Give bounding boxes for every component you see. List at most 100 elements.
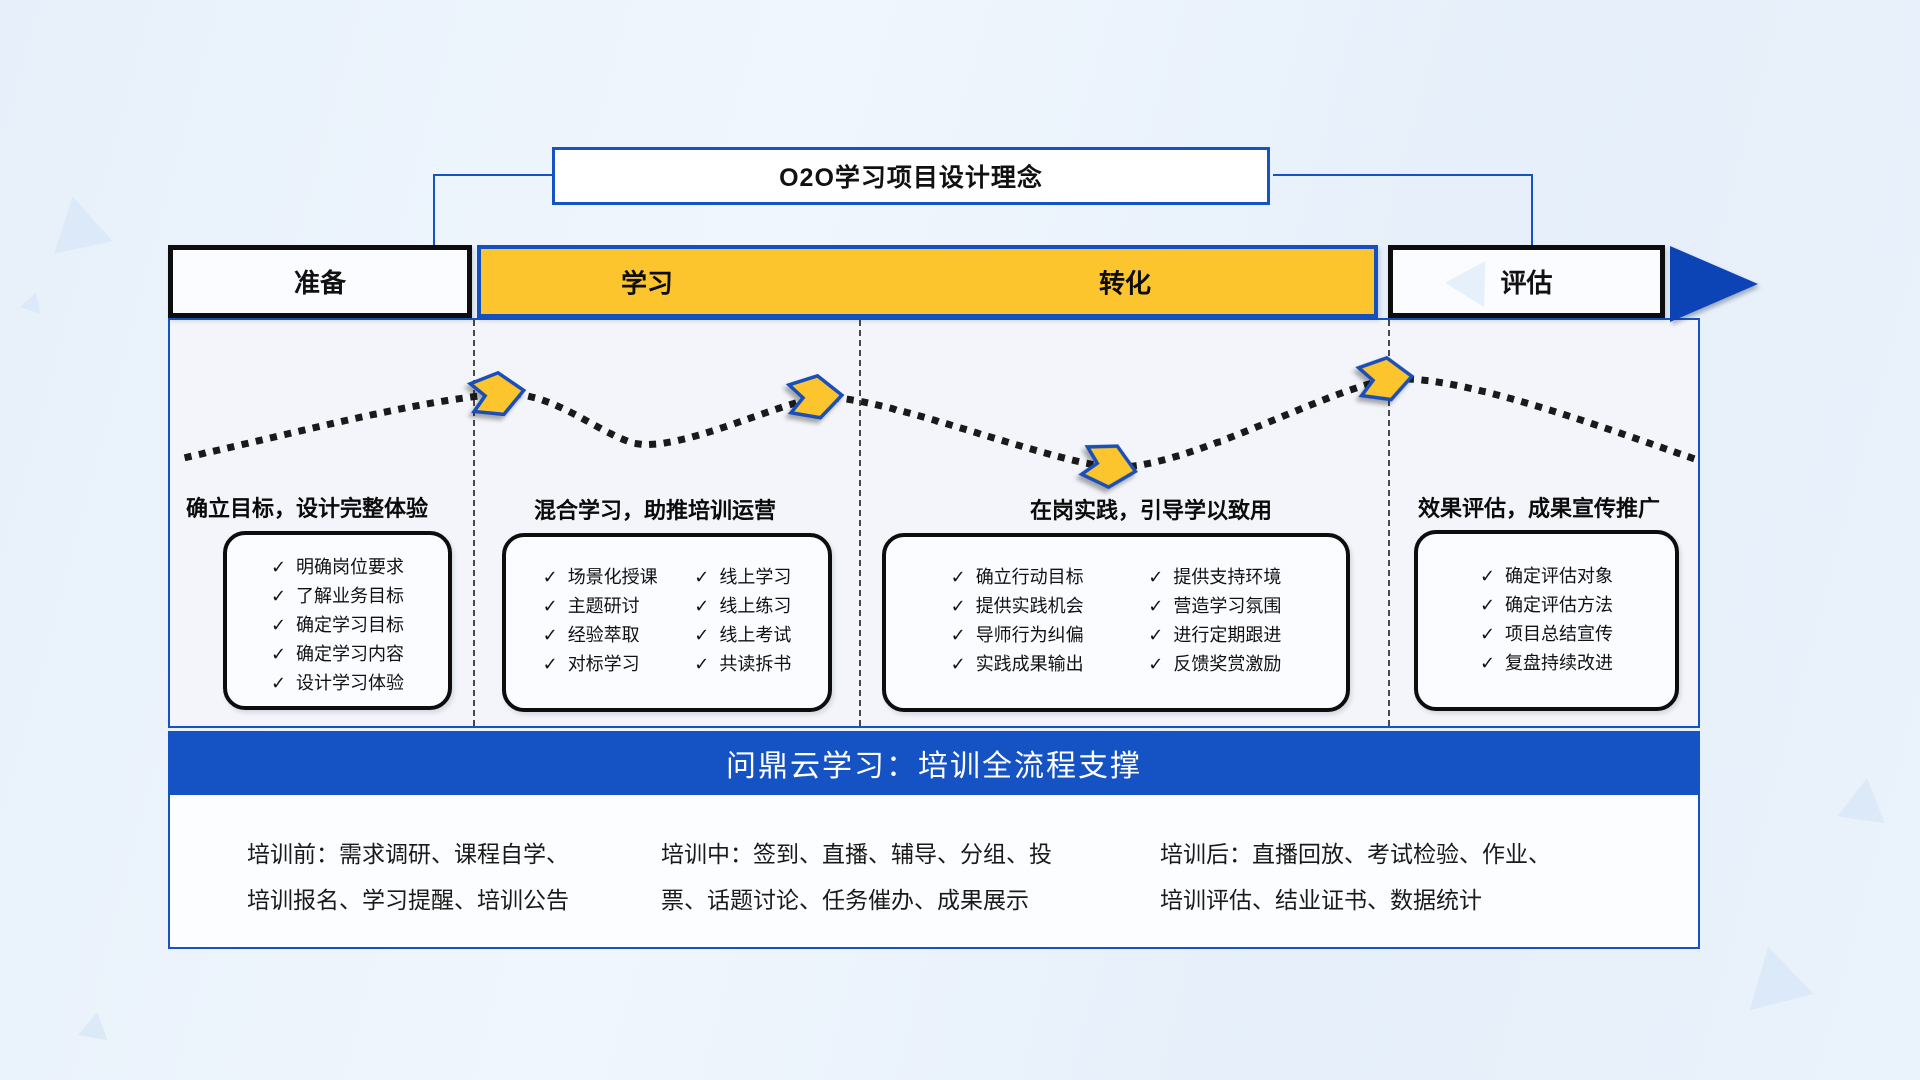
check-icon: ✓	[542, 567, 558, 587]
checklist-item-label: 反馈奖赏激励	[1173, 654, 1282, 674]
checklist-item: ✓确定学习目标	[271, 611, 404, 640]
checklist-learn: ✓ 场景化授课 ✓ 主题研讨 ✓ 经验萃取 ✓ 对标学习 ✓ 线上学习 ✓ 线上练习 ✓ 线上…	[502, 533, 832, 712]
phase-evaluate-label: 评估	[1500, 268, 1553, 298]
milestone-arrow-icon	[466, 370, 527, 417]
checklist-item-label: 了解业务目标	[296, 586, 405, 606]
check-icon: ✓	[542, 654, 558, 674]
decor-triangle	[78, 1010, 112, 1041]
checklist-item-label: 主题研讨	[567, 596, 640, 616]
flow-arrow-icon	[1670, 246, 1758, 322]
checklist-item-label: 实践成果输出	[975, 654, 1084, 674]
checklist-item-label: 导师行为纠偏	[975, 625, 1084, 645]
support-item-after: 培训后：直播回放、考试检验、作业、培训评估、结业证书、数据统计	[1160, 841, 1551, 913]
milestone-arrow-icon	[1355, 355, 1415, 402]
section-header-prepare: 确立目标，设计完整体验	[186, 496, 429, 521]
checklist-item-label: 提供支持环境	[1173, 567, 1282, 587]
checklist-item: ✓ 进行定期跟进	[1148, 621, 1281, 650]
check-icon: ✓	[1148, 625, 1164, 645]
checklist-item: ✓ 实践成果输出	[951, 650, 1084, 679]
platform-banner-label: 问鼎云学习：培训全流程支撑	[726, 750, 1142, 783]
checklist-evaluate: ✓确定评估对象 ✓ 确定评估方法 ✓ 项目总结宣传 ✓ 复盘持续改进	[1414, 530, 1679, 711]
checklist-item: ✓ 确定评估方法	[1480, 591, 1613, 620]
check-icon: ✓	[694, 567, 710, 587]
decor-triangle	[1837, 775, 1890, 823]
phase-evaluate: 评估	[1388, 245, 1665, 318]
check-icon: ✓	[950, 654, 966, 674]
checklist-item-label: 明确岗位要求	[296, 557, 405, 577]
check-icon: ✓	[1479, 624, 1496, 644]
connector-line	[1273, 174, 1533, 176]
checklist-item: ✓ 线上学习	[694, 563, 791, 592]
check-icon: ✓	[1148, 567, 1164, 587]
decor-triangle	[43, 190, 113, 253]
checklist-item-label: 共读拆书	[719, 654, 792, 674]
check-icon: ✓	[694, 654, 710, 674]
checklist-item: ✓ 主题研讨	[543, 592, 658, 621]
checklist-item: ✓ 对标学习	[543, 650, 658, 679]
check-icon: ✓	[950, 625, 966, 645]
connector-line	[433, 174, 552, 176]
phase-transform-label: 转化	[1098, 268, 1152, 298]
section-header-transform: 在岗实践，引导学以致用	[1030, 498, 1273, 523]
checklist-item: ✓ 了解业务目标	[271, 582, 404, 611]
checklist-item-label: 线上练习	[719, 596, 792, 616]
check-icon: ✓	[270, 644, 287, 664]
support-item-before: 培训前：需求调研、课程自学、培训报名、学习提醒、培训公告	[247, 841, 569, 913]
checklist-item: ✓ 确定学习内容	[271, 640, 404, 669]
checklist-item: ✓提供实践机会	[951, 592, 1084, 621]
checklist-item: ✓ 明确岗位要求	[271, 553, 404, 582]
checklist-item-label: 线上考试	[719, 625, 792, 645]
checklist-item-label: 确定评估方法	[1505, 595, 1614, 615]
journey-panel: 确立目标，设计完整体验 混合学习，助推培训运营 在岗实践，引导学以致用 效果评估…	[168, 318, 1700, 728]
checklist-item: ✓ 共读拆书	[694, 650, 791, 679]
check-icon: ✓	[950, 596, 966, 616]
checklist-item-label: 对标学习	[567, 654, 640, 674]
checklist-item: ✓ 提供支持环境	[1148, 563, 1281, 592]
page-title: O2O学习项目设计理念	[552, 147, 1270, 205]
checklist-item: ✓确定评估对象	[1480, 562, 1613, 591]
section-divider	[859, 320, 861, 726]
checklist-item-label: 确定学习内容	[296, 644, 405, 664]
checklist-item: ✓ 项目总结宣传	[1480, 620, 1613, 649]
check-icon: ✓	[1479, 595, 1496, 615]
check-icon: ✓	[542, 625, 558, 645]
milestone-arrow-icon	[785, 373, 845, 420]
phase-prepare: 准备	[168, 245, 472, 318]
check-icon: ✓	[1148, 654, 1164, 674]
checklist-item: ✓ 导师行为纠偏	[951, 621, 1084, 650]
checklist-item-label: 确立行动目标	[975, 567, 1084, 587]
connector-line	[433, 174, 435, 248]
checklist-item: ✓ 线上练习	[694, 592, 791, 621]
phase-prepare-label: 准备	[293, 268, 346, 298]
check-icon: ✓	[270, 557, 287, 577]
check-icon: ✓	[1479, 653, 1496, 673]
checklist-item-label: 场景化授课	[567, 567, 658, 587]
dotted-curve	[183, 375, 1697, 471]
section-divider	[473, 320, 475, 726]
checklist-item: ✓ 复盘持续改进	[1480, 649, 1613, 678]
check-icon: ✓	[270, 586, 287, 606]
support-item-during: 培训中：签到、直播、辅导、分组、投票、话题讨论、任务催办、成果展示	[661, 841, 1052, 913]
checklist-item-label: 经验萃取	[567, 625, 640, 645]
checklist-item: ✓ 经验萃取	[543, 621, 658, 650]
check-icon: ✓	[1148, 596, 1164, 616]
checklist-item: ✓营造学习氛围	[1148, 592, 1281, 621]
checklist-item-label: 线上学习	[719, 567, 792, 587]
connector-line	[1531, 174, 1533, 246]
checklist-prepare: ✓ 明确岗位要求 ✓ 了解业务目标 ✓确定学习目标 ✓ 确定学习内容 ✓设计学习体验	[223, 531, 452, 710]
milestone-arrow-icon	[1078, 444, 1138, 490]
check-icon: ✓	[542, 596, 558, 616]
decor-triangle	[1736, 939, 1814, 1010]
checklist-item: ✓ 场景化授课	[543, 563, 658, 592]
section-header-evaluate: 效果评估，成果宣传推广	[1418, 496, 1661, 521]
decor-triangle	[20, 289, 47, 314]
checklist-item-label: 进行定期跟进	[1173, 625, 1282, 645]
journey-dotted-path	[183, 355, 1697, 490]
checklist-item-label: 复盘持续改进	[1505, 653, 1614, 673]
checklist-item: ✓设计学习体验	[271, 669, 404, 698]
checklist-item-label: 确定评估对象	[1505, 566, 1614, 586]
section-divider	[1388, 320, 1390, 726]
checklist-item-label: 项目总结宣传	[1505, 624, 1614, 644]
check-icon: ✓	[694, 596, 710, 616]
check-icon: ✓	[950, 567, 966, 587]
